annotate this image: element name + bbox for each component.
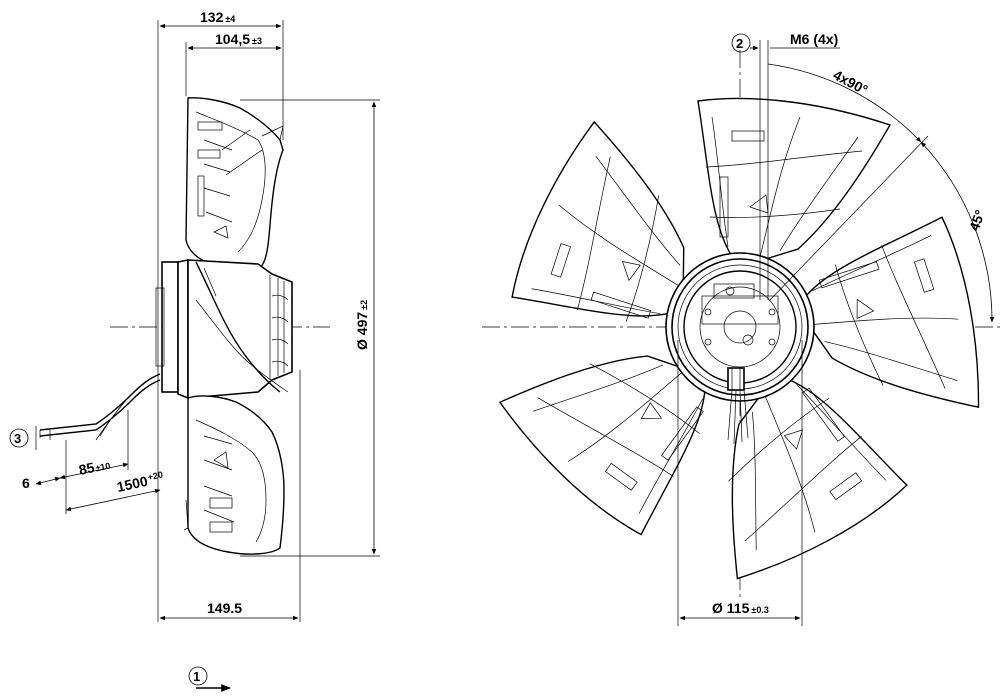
dim-diameter-tol: ±2 — [359, 300, 369, 310]
side-view: 132±4 104,5±3 Ø 497 ±2 149.5 — [9, 9, 380, 622]
svg-text:132±4: 132±4 — [200, 9, 235, 25]
motor-hub — [665, 252, 815, 402]
callout-airflow: 1 — [193, 669, 200, 684]
dim-diameter: Ø 497 — [354, 312, 370, 350]
svg-text:85±10: 85±10 — [77, 456, 111, 478]
svg-text:1500+20: 1500+20 — [115, 469, 165, 495]
dim-overall-depth: 132 — [200, 9, 224, 25]
dim-rear-depth: 149.5 — [207, 600, 242, 616]
blade-set — [498, 97, 980, 580]
airflow-callout: 1 — [188, 666, 231, 692]
svg-text:Ø 115±0.3: Ø 115±0.3 — [712, 600, 769, 616]
cable-strip-length-tol: ±10 — [95, 461, 112, 474]
cable-length-tol: +20 — [147, 469, 164, 482]
cable-strip: 6 — [22, 475, 30, 491]
front-view: Ø 115±0.3 M6 (4x) 2 4x90° 45° — [482, 31, 1000, 626]
svg-text:Ø 497±2: Ø 497 ±2 — [354, 300, 370, 350]
dim-overall-depth-tol: ±4 — [225, 14, 235, 24]
thread-label: M6 (4x) — [790, 31, 838, 47]
dim-mount-circle: Ø 115 — [712, 600, 750, 616]
angle-spacing: 4x90° — [831, 67, 871, 98]
cable-length: 1500 — [115, 473, 149, 495]
angle-offset: 45° — [966, 208, 988, 233]
svg-text:104,5±3: 104,5±3 — [215, 31, 262, 47]
cable-strip-length: 85 — [77, 459, 96, 478]
callout-cable: 3 — [14, 431, 21, 446]
dim-blade-depth: 104,5 — [215, 31, 250, 47]
callout-mount: 2 — [736, 36, 743, 51]
dim-mount-circle-tol: ±0.3 — [751, 605, 768, 615]
dim-blade-depth-tol: ±3 — [252, 36, 262, 46]
